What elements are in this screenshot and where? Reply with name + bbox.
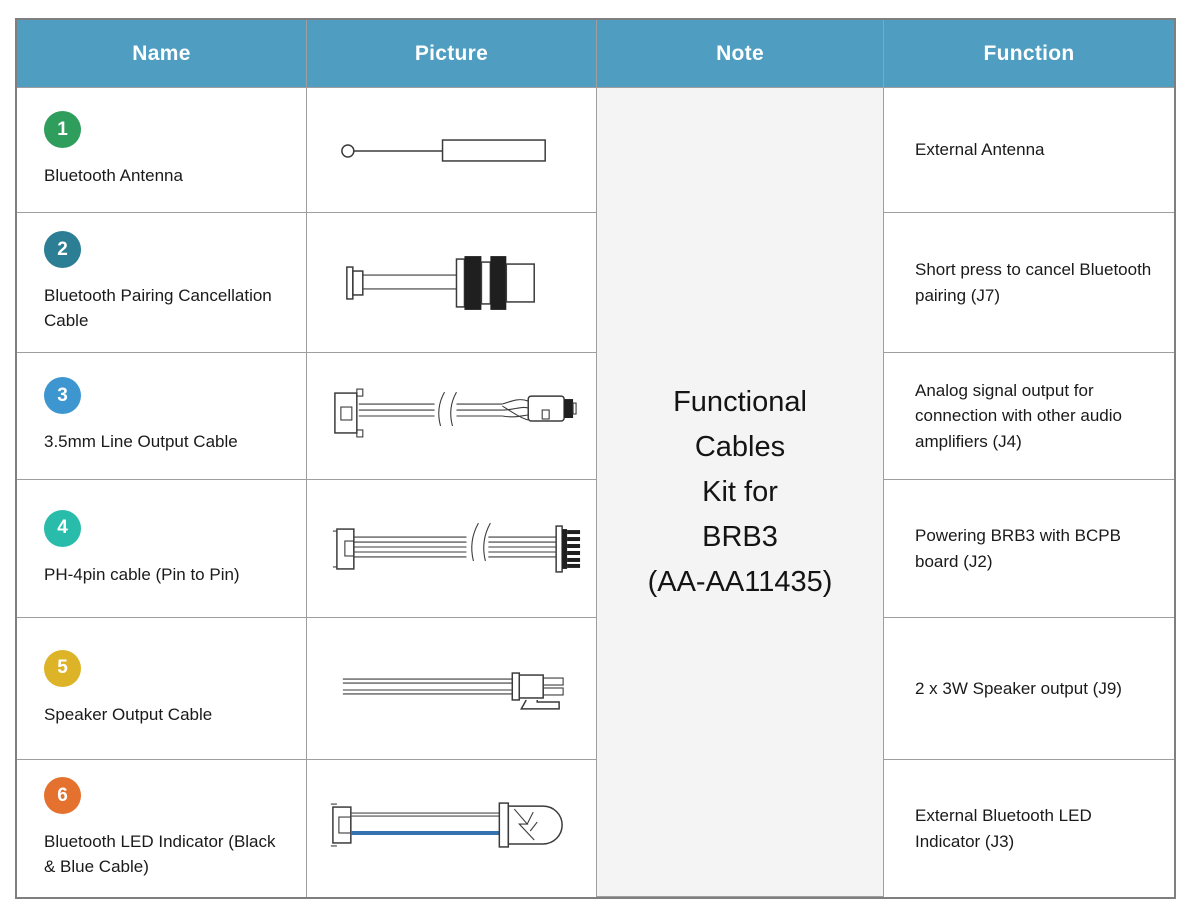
- table-row-function: Analog signal output for connection with…: [884, 353, 1174, 480]
- item-number-badge: 4: [44, 509, 81, 547]
- table-row-function: Short press to cancel Bluetooth pairing …: [884, 213, 1174, 353]
- function-text: External Antenna: [915, 140, 1045, 160]
- function-text: Powering BRB3 with BCPB board (J2): [915, 526, 1121, 571]
- item-name: Bluetooth Antenna: [44, 166, 183, 186]
- header-cell-note: Note: [597, 20, 884, 88]
- table-row-function: External Bluetooth LED Indicator (J3): [884, 760, 1174, 897]
- speaker-output-cable-drawing: [342, 671, 564, 710]
- table-row-function: Powering BRB3 with BCPB board (J2): [884, 480, 1174, 618]
- table-row-name-ph4pin: 4 PH-4pin cable (Pin to Pin): [17, 480, 307, 618]
- table-row-name-bluetooth-antenna: 1 Bluetooth Antenna: [17, 88, 307, 213]
- table-row-picture: [307, 353, 597, 480]
- line-output-cable-drawing: [334, 388, 577, 438]
- table-row-picture: [307, 88, 597, 213]
- function-text: 2 x 3W Speaker output (J9): [915, 678, 1122, 698]
- header-label: Note: [716, 41, 764, 65]
- item-name: PH-4pin cable (Pin to Pin): [44, 564, 240, 584]
- functional-cables-table: Name Picture Note Function Functional Ca…: [15, 18, 1176, 899]
- item-name: 3.5mm Line Output Cable: [44, 432, 238, 452]
- function-text: External Bluetooth LED Indicator (J3): [915, 806, 1092, 851]
- table-row-name-pairing-cancellation: 2 Bluetooth Pairing Cancellation Cable: [17, 213, 307, 353]
- item-number-badge: 2: [44, 231, 81, 269]
- item-number-badge: 5: [44, 649, 81, 687]
- note-line: Functional: [673, 385, 807, 418]
- table-row-function: External Antenna: [884, 88, 1174, 213]
- item-number-badge: 1: [44, 111, 81, 149]
- note-cell: Functional Cables Kit for BRB3 (AA-AA114…: [597, 88, 884, 897]
- note-line: Cables: [694, 430, 786, 463]
- note-line: BRB3: [702, 520, 778, 553]
- bluetooth-led-indicator-drawing: [330, 801, 563, 848]
- pairing-cancellation-cable-drawing: [346, 255, 535, 310]
- header-cell-function: Function: [884, 20, 1174, 88]
- ph-4pin-cable-drawing: [332, 522, 581, 573]
- header-label: Function: [983, 41, 1075, 65]
- note-line: (AA-AA11435): [647, 565, 833, 598]
- table-row-function: 2 x 3W Speaker output (J9): [884, 618, 1174, 760]
- header-label: Name: [132, 41, 191, 65]
- item-name: Bluetooth LED Indicator (Black & Blue Ca…: [44, 832, 276, 876]
- table-row-name-speaker-output: 5 Speaker Output Cable: [17, 618, 307, 760]
- table-row-picture: [307, 618, 597, 760]
- table-row-picture: [307, 213, 597, 353]
- table-row-picture: [307, 760, 597, 897]
- function-text: Analog signal output for connection with…: [915, 380, 1122, 451]
- item-number-badge: 6: [44, 777, 81, 815]
- table-row-name-line-output: 3 3.5mm Line Output Cable: [17, 353, 307, 480]
- table-row-name-led-indicator: 6 Bluetooth LED Indicator (Black & Blue …: [17, 760, 307, 897]
- bluetooth-antenna-drawing: [341, 139, 546, 162]
- note-line: Kit for: [702, 475, 778, 508]
- item-name: Speaker Output Cable: [44, 704, 213, 724]
- header-cell-picture: Picture: [307, 20, 597, 88]
- header-label: Picture: [414, 41, 489, 65]
- table-row-picture: [307, 480, 597, 618]
- function-text: Short press to cancel Bluetooth pairing …: [915, 260, 1152, 305]
- item-number-badge: 3: [44, 377, 81, 415]
- header-cell-name: Name: [17, 20, 307, 88]
- item-name: Bluetooth Pairing Cancellation Cable: [44, 286, 272, 330]
